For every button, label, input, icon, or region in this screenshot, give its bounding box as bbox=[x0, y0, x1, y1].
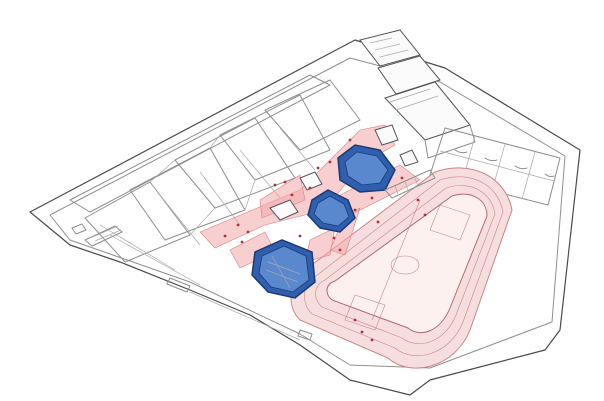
walkway bbox=[384, 169, 436, 199]
site-boundary bbox=[29, 39, 581, 396]
north-buildings bbox=[359, 29, 476, 159]
blue-buildings bbox=[251, 144, 396, 299]
running-track bbox=[290, 167, 513, 369]
white-pavilions bbox=[269, 124, 419, 221]
striped-block bbox=[71, 223, 123, 247]
people-markers bbox=[223, 138, 427, 342]
basketball-courts bbox=[429, 127, 561, 206]
south-edge-details bbox=[166, 277, 313, 341]
